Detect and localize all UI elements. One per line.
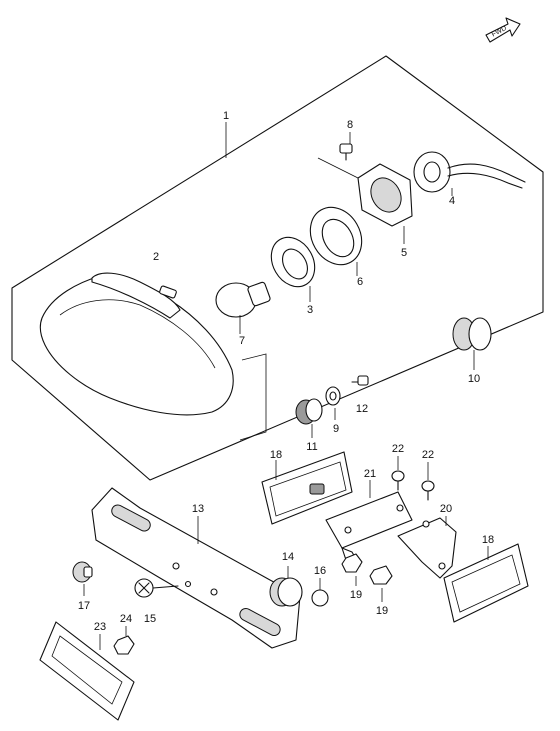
- callout-5: 5: [401, 247, 407, 259]
- grommet-10: [452, 317, 492, 370]
- callout-17: 17: [78, 600, 90, 612]
- callout-20: 20: [440, 503, 452, 515]
- callout-22b: 22: [422, 449, 434, 461]
- nut-19b: [369, 565, 393, 602]
- screw-22b: [421, 462, 435, 501]
- socket-ring: [270, 236, 316, 302]
- callout-15: 15: [144, 613, 156, 625]
- screw-8: [339, 132, 353, 161]
- grommet-11: [295, 398, 323, 438]
- callout-21: 21: [364, 468, 376, 480]
- screw-12: [351, 375, 369, 386]
- washer-9: [325, 386, 341, 420]
- callout-13: 13: [192, 503, 204, 515]
- ref-bracket: [239, 353, 267, 441]
- screw-15: [134, 578, 179, 598]
- reflector-stud: [309, 483, 325, 495]
- nut-24: [113, 626, 135, 655]
- nut-19a: [341, 553, 363, 586]
- bracket-20: [397, 516, 457, 579]
- callout-18a: 18: [270, 449, 282, 461]
- callout-19b: 19: [376, 605, 388, 617]
- grommet-14: [269, 566, 303, 607]
- callout-4: 4: [449, 195, 455, 207]
- assembly-boundary: [11, 55, 544, 481]
- callout-8: 8: [347, 119, 353, 131]
- leader-8: [317, 157, 359, 179]
- callout-22a: 22: [392, 443, 404, 455]
- callout-10: 10: [468, 373, 480, 385]
- callout-2: 2: [153, 251, 159, 263]
- callout-6: 6: [357, 276, 363, 288]
- callout-12: 12: [356, 403, 368, 415]
- callout-24: 24: [120, 613, 132, 625]
- reflector-left: [261, 451, 353, 525]
- reflector-plate-23: [39, 621, 135, 721]
- callout-7: 7: [239, 335, 245, 347]
- callout-18b: 18: [482, 534, 494, 546]
- collar-16: [311, 578, 329, 607]
- reflector-right: [443, 543, 529, 623]
- housing-plate: [357, 163, 413, 244]
- callout-14: 14: [282, 551, 294, 563]
- reflector-ring: [309, 206, 363, 276]
- socket-wire-assembly: [413, 151, 526, 196]
- callout-11: 11: [306, 441, 317, 453]
- license-bracket: [91, 487, 301, 649]
- callout-3: 3: [307, 304, 313, 316]
- fwd-arrow-icon: FWD: [485, 17, 521, 43]
- callout-16: 16: [314, 565, 326, 577]
- callout-23: 23: [94, 621, 106, 633]
- callout-9: 9: [333, 423, 339, 435]
- screw-22a: [391, 456, 405, 491]
- callout-19a: 19: [350, 589, 362, 601]
- tail-lamp-lens: [39, 272, 234, 416]
- cap-17: [72, 561, 93, 596]
- callout-1: 1: [223, 110, 229, 122]
- bulb: [215, 281, 271, 334]
